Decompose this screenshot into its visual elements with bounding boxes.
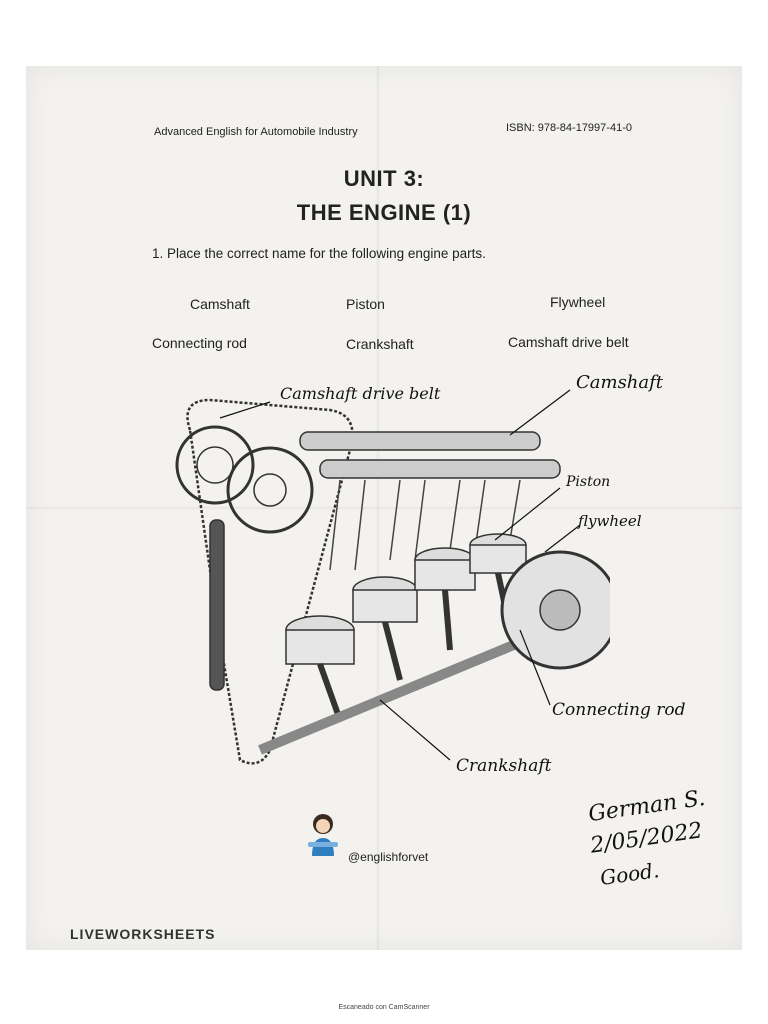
mascot-avatar-icon: [308, 814, 338, 856]
label-connecting-rod: Connecting rod: [552, 700, 686, 720]
word-bank-item: Connecting rod: [152, 335, 247, 351]
fold-line-horizontal: [26, 506, 742, 510]
label-camshaft: Camshaft: [576, 372, 664, 393]
isbn: ISBN: 978-84-17997-41-0: [506, 122, 632, 134]
worksheet-page: Advanced English for Automobile Industry…: [26, 66, 742, 950]
word-bank-item: Camshaft: [190, 296, 250, 312]
brand-logo-text: LIVEWORKSHEETS: [70, 926, 216, 942]
word-bank-item: Crankshaft: [346, 336, 414, 352]
label-crankshaft: Crankshaft: [456, 756, 552, 776]
credit-handle: @englishforvet: [348, 850, 429, 864]
book-title: Advanced English for Automobile Industry: [154, 126, 358, 138]
label-camshaft-drive-belt: Camshaft drive belt: [280, 384, 441, 403]
label-flywheel: flywheel: [578, 512, 642, 530]
unit-subtitle: THE ENGINE (1): [296, 200, 472, 225]
scanner-watermark: Escaneado con CamScanner: [338, 1004, 430, 1011]
word-bank-item: Flywheel: [550, 294, 606, 310]
engine-illustration: [175, 389, 610, 765]
unit-title: UNIT 3:: [343, 166, 425, 191]
word-bank-item: Piston: [346, 296, 385, 312]
word-bank-item: Camshaft drive belt: [508, 334, 629, 350]
fold-line-vertical: [376, 66, 380, 950]
exercise-instruction: 1. Place the correct name for the follow…: [152, 246, 486, 261]
label-piston: Piston: [566, 474, 611, 490]
